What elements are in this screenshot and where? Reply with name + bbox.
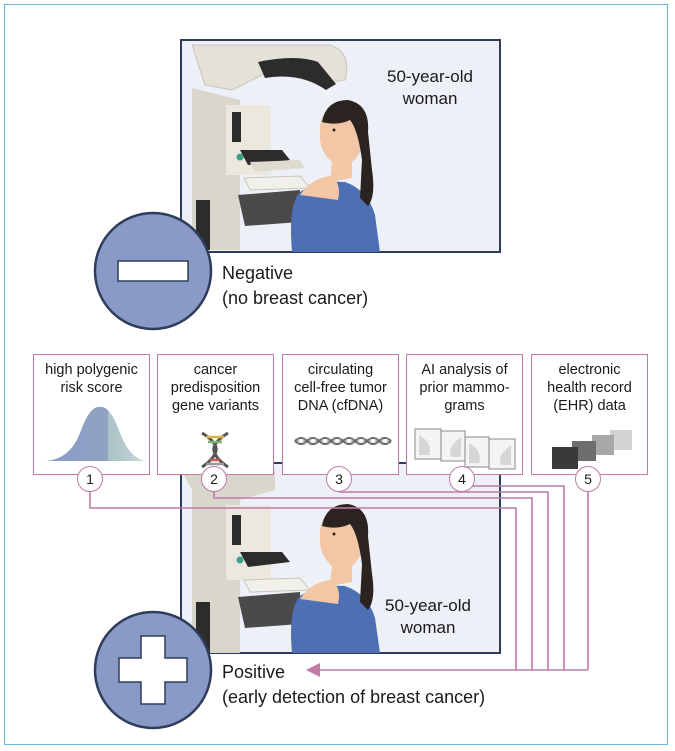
bell-curve-icon [46, 406, 146, 461]
bottom-subject-line2: woman [400, 618, 456, 637]
bottom-subject-line1: 50-year-old [385, 596, 471, 615]
factor-1-line: risk score [60, 380, 123, 396]
top-subject-line2: woman [402, 89, 458, 108]
positive-symbol [93, 610, 213, 730]
factor-5-line: electronic [558, 362, 621, 378]
factor-3-line: DNA (cfDNA) [297, 398, 384, 414]
factor-2-line: gene variants [171, 398, 260, 414]
dna-helix-icon [201, 431, 229, 469]
ehr-squares-icon [552, 430, 632, 469]
factor-3-line: cell-free tumor [294, 380, 387, 396]
factor-3-line: circulating [307, 362, 374, 378]
factor-number-1: 1 [77, 466, 103, 492]
top-subject-line1: 50-year-old [387, 67, 473, 86]
factor-card-2: cancer predisposition gene variants [157, 354, 274, 475]
mammogram-images-icon [414, 428, 516, 470]
bottom-subject-label: 50-year-old woman [358, 595, 498, 639]
factor-5-line: (EHR) data [553, 398, 626, 414]
factor-4-line: AI analysis of [421, 362, 508, 378]
negative-title: Negative [222, 263, 294, 283]
figure-frame [4, 4, 668, 745]
factor-2-text: cancer predisposition gene variants [158, 361, 273, 415]
factor-4-line: prior mammo- [419, 380, 510, 396]
positive-subtitle: (early detection of breast cancer) [222, 687, 486, 707]
factor-number-3: 3 [326, 466, 352, 492]
factor-number-4: 4 [449, 466, 475, 492]
factor-card-4: AI analysis of prior mammo- grams [406, 354, 523, 475]
factor-1-line: high polygenic [45, 362, 138, 378]
factor-2-line: cancer [193, 362, 238, 378]
negative-symbol [93, 211, 213, 331]
factor-number-5: 5 [575, 466, 601, 492]
top-panel [180, 39, 501, 253]
factor-3-text: circulating cell-free tumor DNA (cfDNA) [283, 361, 398, 415]
factor-card-5: electronic health record (EHR) data [531, 354, 648, 475]
factor-1-text: high polygenic risk score [34, 361, 149, 397]
factor-5-line: health record [547, 380, 632, 396]
top-subject-label: 50-year-old woman [360, 66, 500, 110]
factor-4-line: grams [444, 398, 485, 414]
mammography-machine-top [191, 44, 348, 250]
positive-title: Positive [222, 662, 286, 682]
factor-card-1: high polygenic risk score [33, 354, 150, 475]
factor-number-2: 2 [201, 466, 227, 492]
factor-4-text: AI analysis of prior mammo- grams [407, 361, 522, 415]
factor-card-3: circulating cell-free tumor DNA (cfDNA) [282, 354, 399, 475]
dna-strands-icon [294, 437, 392, 445]
factor-2-line: predisposition [170, 380, 261, 396]
negative-subtitle: (no breast cancer) [222, 288, 369, 308]
factor-5-text: electronic health record (EHR) data [532, 361, 647, 415]
woman-top [291, 100, 380, 252]
